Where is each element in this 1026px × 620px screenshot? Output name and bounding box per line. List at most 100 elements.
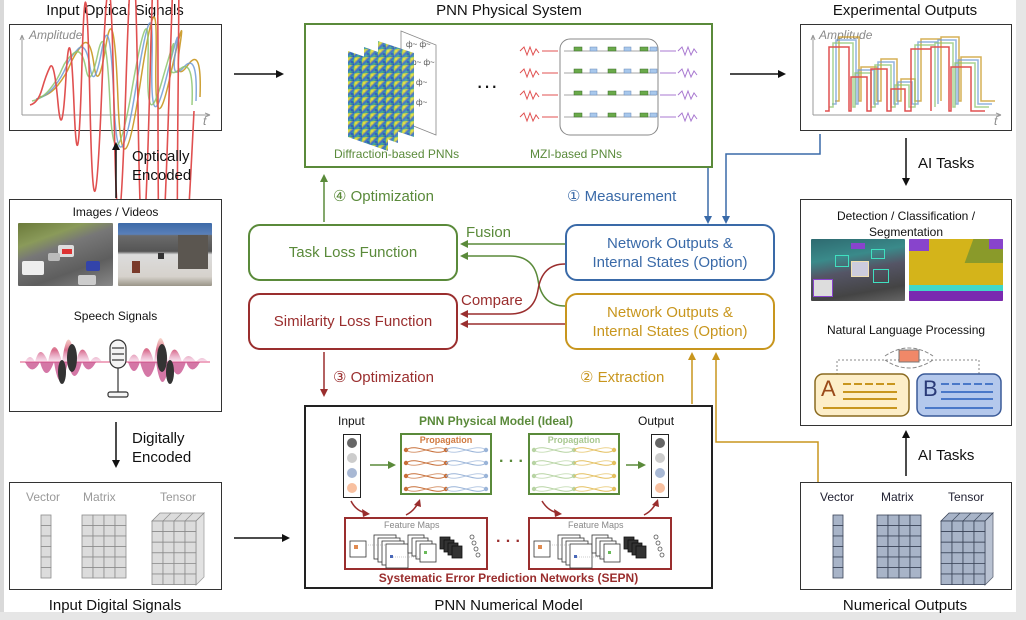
digitally-encoded-label: Digitally Encoded xyxy=(132,429,191,467)
tensor-cell xyxy=(173,531,186,543)
matrix-cell xyxy=(876,556,889,568)
matrix-cell xyxy=(909,525,922,537)
sepn-ellipsis: · · · xyxy=(496,533,521,550)
mesh-path xyxy=(573,460,615,466)
tensor-shape xyxy=(940,512,994,586)
matrix-cell xyxy=(898,535,911,547)
step4-label: ④ Optimization xyxy=(333,188,434,205)
mzi-coupler xyxy=(589,90,598,96)
numerical-outputs-title: Numerical Outputs xyxy=(842,597,968,614)
tensor-cell xyxy=(951,520,964,533)
input-label: Input xyxy=(338,414,365,428)
feature-maps-label-2: Feature Maps xyxy=(568,520,624,530)
mzi-coupler xyxy=(623,68,632,74)
time-axis-label: t xyxy=(994,114,998,128)
tensor-cell xyxy=(151,531,164,543)
step3-arrow xyxy=(320,352,328,397)
mzi-pnn-illustration xyxy=(519,38,698,136)
tensor-cell xyxy=(173,520,186,533)
tensor-cell xyxy=(151,552,164,564)
matrix-cell xyxy=(114,525,127,537)
mesh-path xyxy=(405,486,447,492)
feature-maps-illustration-1 xyxy=(349,534,481,569)
matrix-cell xyxy=(114,535,127,547)
matrix-cell xyxy=(81,556,94,568)
stone-house-image xyxy=(118,223,212,286)
input-optical-panel: Amplitude t xyxy=(9,0,222,312)
input-vector xyxy=(343,434,361,498)
tensor-cell xyxy=(940,573,953,586)
feature-map xyxy=(603,543,621,563)
output-neuron xyxy=(653,534,659,540)
matrix-cell xyxy=(887,567,900,579)
measurement-arrows xyxy=(704,134,821,224)
compare-label: Compare xyxy=(461,292,523,309)
tensor-cell xyxy=(940,541,953,554)
mzi-coupler xyxy=(649,68,658,74)
tensor-cell xyxy=(973,552,986,564)
matrix-cell xyxy=(92,525,105,537)
feature-map xyxy=(385,543,409,569)
output-label: Output xyxy=(638,414,675,428)
phase-shifter xyxy=(639,46,649,52)
matrix-cell xyxy=(92,514,105,526)
mzi-coupler xyxy=(649,112,658,118)
tensor-cell xyxy=(184,552,197,564)
tensor-cell xyxy=(951,563,964,575)
mesh-path xyxy=(573,447,615,453)
experimental-pulse-plot xyxy=(810,34,1002,118)
input-sources-panel: Images / Videos Speech Signals xyxy=(9,199,222,412)
ai-tasks-arrow-down xyxy=(902,138,910,186)
phase-shifter xyxy=(607,68,617,74)
highway-traffic-image xyxy=(18,223,113,286)
mzi-coupler xyxy=(623,112,632,118)
wave-red xyxy=(29,0,195,312)
matrix-cell xyxy=(81,525,94,537)
svg-text:ф~ ф~: ф~ ф~ xyxy=(406,40,431,49)
images-videos-label: Images / Videos xyxy=(72,205,159,219)
tensor-cell xyxy=(173,541,186,554)
vector-cell xyxy=(832,514,844,526)
matrix-cell xyxy=(887,514,900,526)
tensor-edge xyxy=(173,512,183,522)
arrow-to-experimental-outputs xyxy=(730,70,786,78)
propagation-label-1: Propagation xyxy=(419,435,473,445)
tensor-cell xyxy=(940,563,953,575)
input-digital-title: Input Digital Signals xyxy=(48,597,182,614)
vector-cell xyxy=(832,535,844,547)
matrix-cell xyxy=(81,535,94,547)
matrix-cell xyxy=(103,546,116,558)
matrix-cell xyxy=(81,567,94,579)
doc-b-letter: B xyxy=(923,376,938,401)
tensor-cell xyxy=(173,573,186,586)
matrix-cell xyxy=(103,556,116,568)
fusion-label: Fusion xyxy=(466,224,512,241)
tensor-cell xyxy=(151,573,164,586)
mesh-path xyxy=(405,460,447,466)
tensor-cell xyxy=(973,563,986,575)
tensor-edge xyxy=(962,512,972,522)
vector-label: Vector xyxy=(820,490,855,504)
mesh-path xyxy=(445,447,487,453)
physical-outputs-line2: Internal States (Option) xyxy=(592,253,748,271)
ai-applications-panel: Detection / Classification / Segmentatio… xyxy=(800,199,1012,426)
mesh-path xyxy=(445,460,487,466)
digital-signal-shapes xyxy=(40,512,205,586)
output-neuron xyxy=(473,546,479,552)
matrix-cell xyxy=(876,514,889,526)
arrow-to-numerical-model xyxy=(234,534,290,542)
mesh-path xyxy=(445,473,487,479)
experimental-outputs-panel: Amplitude t xyxy=(800,24,1012,131)
vector-cell xyxy=(40,556,52,568)
tensor-cell xyxy=(173,552,186,564)
segmentation-image xyxy=(909,239,1003,301)
vector-cell xyxy=(40,525,52,537)
systems-ellipsis: ··· xyxy=(476,73,498,98)
kernel-marker xyxy=(574,555,577,558)
matrix-cell xyxy=(909,556,922,568)
mesh-path xyxy=(573,473,615,479)
tensor-cell xyxy=(162,552,175,564)
tensor-cell xyxy=(184,573,197,586)
matrix-cell xyxy=(103,525,116,537)
frame-bottom-border xyxy=(0,612,1026,620)
